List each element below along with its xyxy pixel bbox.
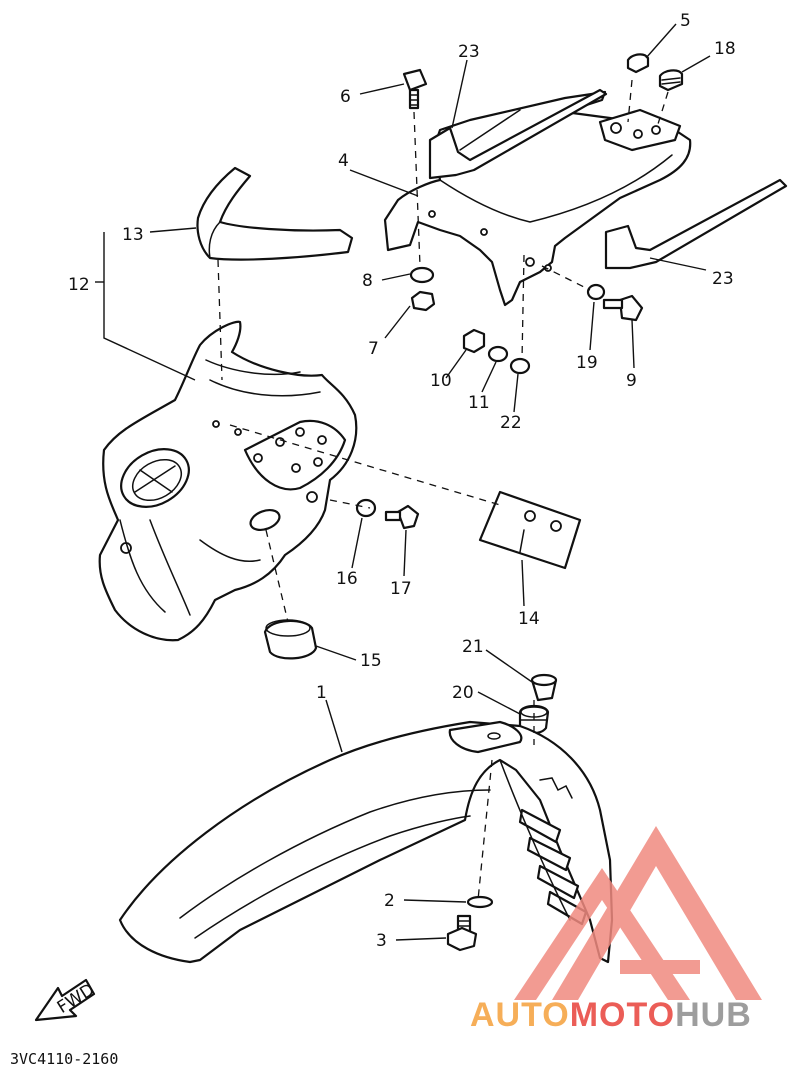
label-part-6: 6	[340, 87, 351, 107]
label-part-22: 22	[500, 413, 522, 433]
label-part-3: 3	[376, 931, 387, 951]
part-numbers: 5 18 23 6 4 13 12 23 8 7 19 9 10 11 22 1…	[68, 11, 736, 951]
part-17-bolt	[384, 504, 420, 530]
part-18-grommet	[658, 69, 684, 92]
part-9-bolt	[602, 294, 644, 322]
label-part-21: 21	[462, 637, 484, 657]
part-7-nut	[410, 290, 436, 312]
part-22-washer	[509, 357, 531, 375]
part-5-cap	[626, 53, 650, 74]
watermark-part-hub: HUB	[675, 996, 752, 1034]
label-part-2: 2	[384, 891, 395, 911]
part-8-washer	[409, 266, 435, 284]
part-19-washer	[586, 283, 606, 301]
part-11-washer	[487, 345, 509, 363]
label-part-12: 12	[68, 275, 90, 295]
label-part-15: 15	[360, 651, 382, 671]
label-part-13: 13	[122, 225, 144, 245]
label-part-23-upper: 23	[458, 42, 480, 62]
part-13-clamp-band	[196, 166, 354, 261]
part-6-bolt	[402, 68, 428, 110]
label-part-19: 19	[576, 353, 598, 373]
label-part-23-lower: 23	[712, 269, 734, 289]
watermark-part-auto: AUTO	[470, 996, 570, 1034]
watermark-triangle-logo	[514, 826, 762, 1000]
part-21-collar	[530, 673, 558, 702]
part-23-strip-upper	[428, 88, 608, 180]
part-10-nut	[462, 328, 486, 354]
label-part-17: 17	[390, 579, 412, 599]
label-part-1: 1	[316, 683, 327, 703]
part-15-grommet	[263, 619, 318, 660]
label-part-5: 5	[680, 11, 691, 31]
label-part-18: 18	[714, 39, 736, 59]
watermark-part-moto: MOTO	[570, 996, 675, 1034]
part-12-headlight-housing	[98, 320, 358, 642]
label-part-7: 7	[368, 339, 379, 359]
label-part-9: 9	[626, 371, 637, 391]
label-part-8: 8	[362, 271, 373, 291]
part-14-plate	[478, 490, 582, 570]
leader-lines	[95, 23, 711, 941]
automotohub-watermark: AUTOMOTOHUB	[470, 826, 762, 1034]
watermark-text: AUTOMOTOHUB	[470, 996, 752, 1034]
part-16-washer	[355, 498, 377, 518]
part-3-bolt	[446, 914, 478, 952]
label-part-14: 14	[518, 609, 540, 629]
fwd-direction-arrow: FWD	[34, 978, 98, 1022]
part-1-front-fender	[118, 720, 614, 964]
label-part-11: 11	[468, 393, 490, 413]
alignment-lines	[217, 79, 669, 901]
part-2-washer	[466, 895, 494, 909]
part-4-fender-bracket	[383, 90, 692, 307]
part-23-strip-lower	[604, 178, 788, 270]
label-part-16: 16	[336, 569, 358, 589]
label-part-4: 4	[338, 151, 349, 171]
drawing-code: 3VC4110-2160	[10, 1050, 118, 1068]
label-part-10: 10	[430, 371, 452, 391]
label-part-20: 20	[452, 683, 474, 703]
